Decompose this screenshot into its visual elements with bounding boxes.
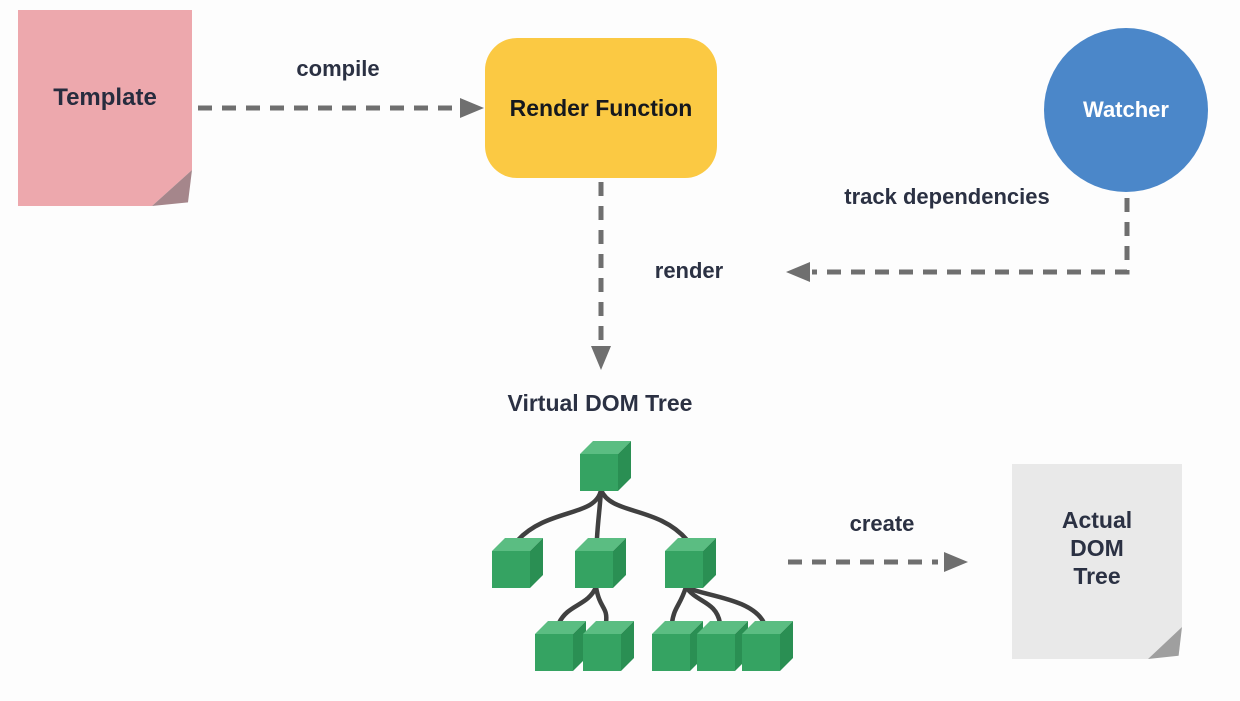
actual-dom-line-3: Tree: [1073, 562, 1121, 589]
template-label: Template: [53, 84, 157, 111]
tree-child-cube-3: [665, 538, 716, 588]
virtual-dom-cubes: [492, 441, 793, 671]
watcher-label: Watcher: [1083, 97, 1169, 122]
actual-dom-page-background: [1012, 464, 1182, 659]
create-arrowhead-icon: [944, 552, 968, 572]
template-note-background: [18, 10, 192, 206]
tree-grandchild-cube-4: [697, 621, 748, 671]
tree-grandchild-cube-5: [742, 621, 793, 671]
template-node: Template: [18, 10, 192, 206]
tree-root-cube: [580, 441, 631, 491]
render-function-node: Render Function: [485, 38, 717, 178]
virtual-dom-tree-title: Virtual DOM Tree: [507, 390, 693, 416]
actual-dom-line-1: Actual: [1061, 506, 1133, 533]
render-function-label: Render Function: [509, 94, 693, 121]
tree-grandchild-cube-2: [583, 621, 634, 671]
compile-arrowhead-icon: [460, 98, 484, 118]
left-arrowhead-icon: [786, 262, 810, 282]
tree-child-cube-2: [575, 538, 626, 588]
actual-dom-line-2: DOM: [1070, 534, 1124, 561]
actual-dom-tree-node: Actual DOM Tree: [1012, 464, 1182, 659]
create-edge-label: create: [849, 511, 915, 536]
down-arrowhead-icon: [591, 346, 611, 370]
tree-grandchild-cube-3: [652, 621, 703, 671]
watcher-node: Watcher: [1044, 28, 1208, 192]
compile-edge-label: compile: [296, 56, 380, 81]
render-edge-label: render: [654, 258, 724, 283]
track-dependencies-edge-label: track dependencies: [844, 184, 1050, 209]
tree-child-cube-1: [492, 538, 543, 588]
watcher-elbow-line: [812, 198, 1130, 275]
tree-branches: [515, 487, 767, 626]
tree-grandchild-cube-1: [535, 621, 586, 671]
actual-dom-tree-label: Actual DOM Tree: [1012, 464, 1182, 659]
